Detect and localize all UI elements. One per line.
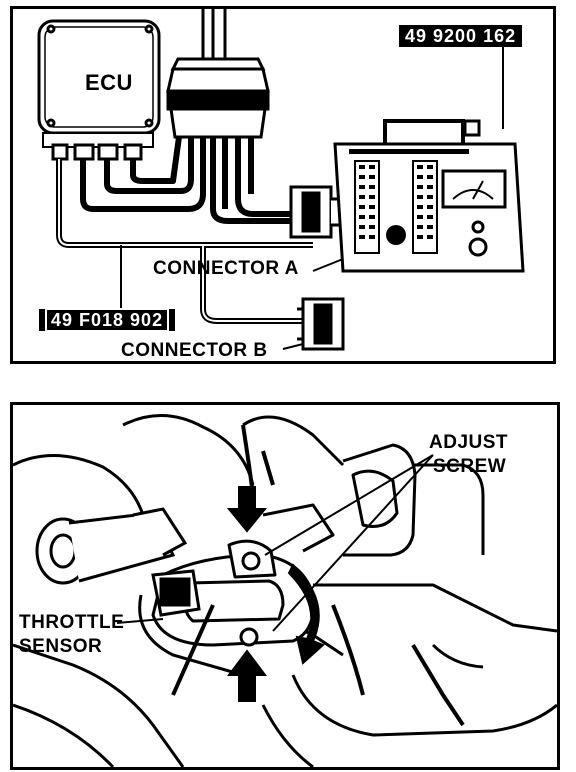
air-hose <box>35 507 188 585</box>
throttle-sensor-adjustment-diagram: ADJUST SCREW THROTTLE SENSOR <box>10 402 560 770</box>
adjust-screw-label-line1: ADJUST <box>429 432 509 453</box>
tester-switch-array <box>349 149 469 254</box>
leader-lines <box>120 47 504 350</box>
throttle-body <box>151 469 399 647</box>
rotation-arrow <box>287 563 325 665</box>
connector-b-plug <box>297 297 345 351</box>
harness-wires <box>56 136 313 324</box>
ecu-unit <box>37 19 161 161</box>
connector-a-plug <box>289 185 349 239</box>
tester-part-number-tag: 49 9200 162 <box>399 25 523 47</box>
throttle-sensor-label-line2: SENSOR <box>19 636 103 657</box>
adjust-screw-label-line2: SCREW <box>433 456 507 477</box>
ecu-label: ECU <box>85 70 133 95</box>
tester-part-number: 49 9200 162 <box>405 26 517 46</box>
harness-part-number: 49 F018 902 <box>45 308 170 332</box>
leader-lines <box>116 454 434 632</box>
engine-background-outlines <box>13 414 557 767</box>
throttle-body-illustration <box>13 414 557 767</box>
harness-breakout-connector <box>166 9 270 139</box>
ecu-tester-connection-diagram: ECU 49 9200 162 49 F018 902 CONNECTOR A … <box>10 6 556 364</box>
connector-b-label: CONNECTOR B <box>121 340 268 361</box>
harness-part-number-tag: 49 F018 902 <box>39 308 176 332</box>
bracket-rod <box>171 424 465 727</box>
throttle-sensor-connector <box>138 569 244 677</box>
up-arrow <box>227 649 267 702</box>
down-arrow <box>226 486 268 533</box>
ecu-harness-illustration <box>37 9 525 351</box>
sensor-adjust-arrows <box>226 486 325 702</box>
connector-a-label: CONNECTOR A <box>153 258 299 279</box>
throttle-sensor-label-line1: THROTTLE <box>19 612 125 633</box>
